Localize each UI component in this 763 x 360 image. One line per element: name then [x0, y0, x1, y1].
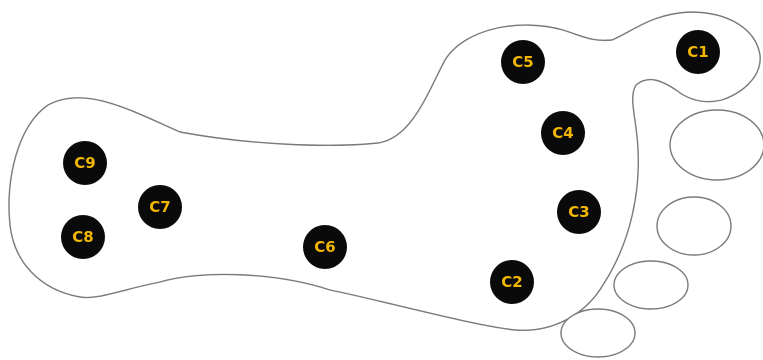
sensor-c4: C4 [541, 111, 585, 155]
toe-4-outline [613, 260, 689, 310]
sensor-c1-label: C1 [687, 43, 708, 61]
toe-2-outline [669, 109, 763, 181]
sensor-c7: C7 [138, 185, 182, 229]
sensor-c9-label: C9 [74, 154, 95, 172]
sensor-c3-label: C3 [568, 203, 589, 221]
sensor-c1: C1 [676, 30, 720, 74]
sensor-c3: C3 [557, 190, 601, 234]
sensor-c8-label: C8 [72, 228, 93, 246]
sensor-c2-label: C2 [501, 273, 522, 291]
sensor-c9: C9 [63, 141, 107, 185]
sensor-c7-label: C7 [149, 198, 170, 216]
sensor-c6: C6 [303, 225, 347, 269]
sensor-c5-label: C5 [512, 53, 533, 71]
sensor-c4-label: C4 [552, 124, 573, 142]
sensor-c5: C5 [501, 40, 545, 84]
sensor-c2: C2 [490, 260, 534, 304]
toe-5-outline [560, 308, 636, 358]
sensor-c8: C8 [61, 215, 105, 259]
foot-sole-outline [8, 11, 761, 332]
sensor-c6-label: C6 [314, 238, 335, 256]
toe-3-outline [656, 196, 732, 256]
